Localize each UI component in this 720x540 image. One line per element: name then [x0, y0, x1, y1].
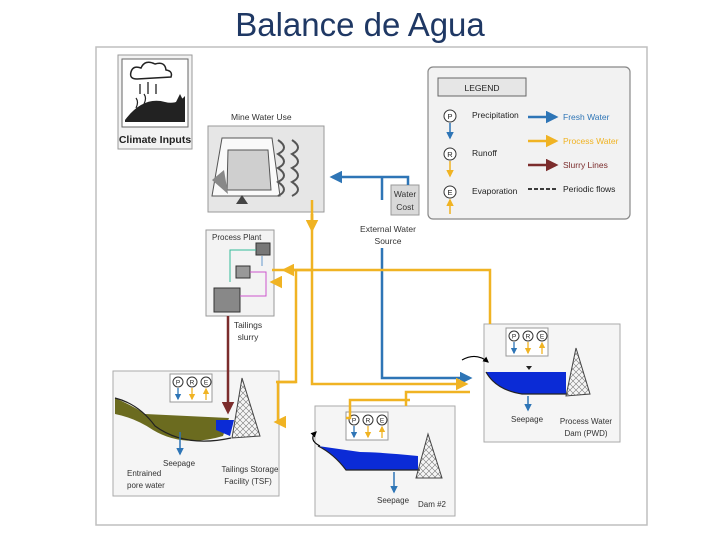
cloud-icon [129, 61, 173, 80]
svg-text:P: P [176, 380, 180, 387]
svg-text:R: R [190, 380, 195, 387]
svg-text:pore water: pore water [127, 481, 165, 490]
svg-text:E: E [204, 380, 209, 387]
legend-symbol-r: R Runoff [443, 147, 498, 178]
fresh-water-to-pwd-arrow [380, 248, 473, 385]
svg-text:Cost: Cost [396, 202, 414, 212]
tsf-box: Seepage Entrained pore water Tailings St… [112, 370, 280, 497]
fresh-water-to-mine-arrow [329, 170, 410, 185]
periodic-flow-dam2-arrow [310, 431, 321, 447]
climate-inputs-box: Climate Inputs [117, 54, 193, 150]
svg-text:Entrained: Entrained [127, 469, 161, 478]
svg-text:Runoff: Runoff [472, 148, 498, 158]
svg-text:Periodic flows: Periodic flows [563, 184, 615, 194]
legend-line-3: Periodic flows [528, 184, 615, 194]
svg-text:Dam (PWD): Dam (PWD) [564, 429, 607, 438]
dam2-label: Dam #2 [418, 500, 447, 509]
svg-text:Evaporation: Evaporation [472, 186, 518, 196]
svg-text:Process Water: Process Water [563, 136, 619, 146]
process-plant-label: Process Plant [212, 233, 262, 242]
svg-text:P: P [352, 418, 356, 425]
svg-text:P: P [512, 334, 516, 341]
pwd-seepage-label: Seepage [511, 415, 544, 424]
svg-text:E: E [447, 188, 452, 197]
svg-text:Slurry Lines: Slurry Lines [563, 160, 608, 170]
periodic-flow-pwd-arrow [461, 355, 489, 363]
pwd-box: Seepage Process Water Dam (PWD) [483, 323, 621, 443]
process-plant-box: Process Plant [205, 229, 275, 317]
external-source-label-2: Source [375, 236, 402, 246]
svg-text:R: R [526, 334, 531, 341]
svg-text:R: R [447, 150, 453, 159]
svg-text:Fresh Water: Fresh Water [563, 112, 610, 122]
svg-text:Water: Water [394, 189, 417, 199]
svg-text:P: P [447, 112, 452, 121]
climate-label: Climate Inputs [119, 134, 192, 146]
svg-text:Process Water: Process Water [560, 417, 612, 426]
slide-title: Balance de Agua [235, 6, 485, 43]
dam2-seepage-label: Seepage [377, 496, 410, 505]
mine-label: Mine Water Use [231, 112, 292, 122]
external-source-label-1: External Water [360, 224, 416, 234]
svg-text:Precipitation: Precipitation [472, 110, 519, 120]
svg-text:Facility (TSF): Facility (TSF) [224, 477, 272, 486]
legend-line-1: Process Water [528, 134, 619, 148]
svg-text:E: E [380, 418, 385, 425]
legend-line-2: Slurry Lines [528, 158, 608, 172]
mine-water-use-box: Mine Water Use [207, 112, 325, 213]
hill-icon [125, 96, 185, 122]
tree-icon [175, 94, 185, 110]
svg-text:E: E [540, 334, 545, 341]
pwd-return-to-plant-arrow [281, 263, 492, 324]
tsf-seepage-label: Seepage [163, 459, 196, 468]
legend-symbol-p: P Precipitation [443, 109, 519, 140]
svg-text:Tailings Storage: Tailings Storage [222, 465, 279, 474]
legend-line-0: Fresh Water [528, 110, 610, 124]
water-cost-box: Water Cost [390, 184, 420, 216]
tailings-slurry-label-2: slurry [238, 332, 260, 342]
tailings-slurry-label-1: Tailings [234, 320, 262, 330]
legend-symbol-e: E Evaporation [443, 185, 518, 214]
legend-title: LEGEND [465, 83, 500, 93]
svg-text:R: R [366, 418, 371, 425]
